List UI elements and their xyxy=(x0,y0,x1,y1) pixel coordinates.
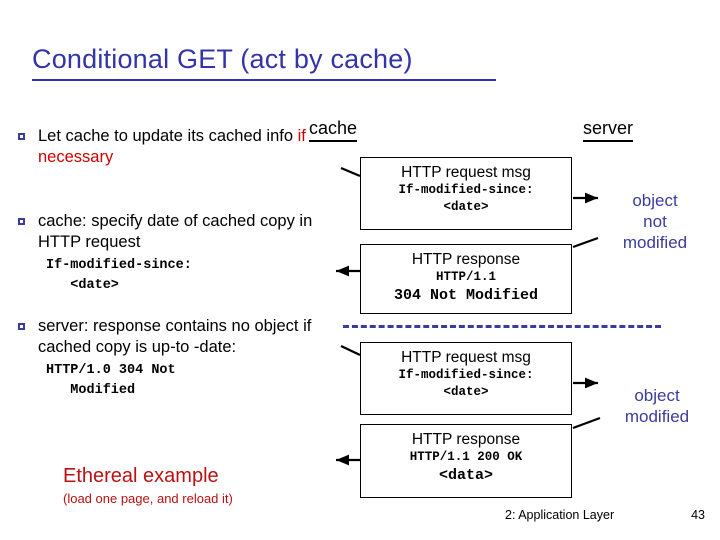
message-box: HTTP request msg If-modified-since: <dat… xyxy=(360,342,572,415)
bullet-square-icon xyxy=(18,323,25,330)
message-box: HTTP response HTTP/1.1 304 Not Modified xyxy=(360,244,572,314)
bullet-square-icon xyxy=(18,218,25,225)
arrow-cache-to-request-2 xyxy=(340,345,361,356)
list-item-text-main: Let cache to update its cached info xyxy=(38,127,298,145)
list-item-text-main: cache: specify date of cached copy in HT… xyxy=(38,212,313,251)
message-line-1: If-modified-since: xyxy=(398,368,534,382)
message-line-1: HTTP/1.1 200 OK xyxy=(409,450,523,464)
message-title: HTTP response xyxy=(411,431,521,448)
page-title: Conditional GET (act by cache) xyxy=(32,44,413,74)
ethereal-example-note: Ethereal example (load one page, and rel… xyxy=(63,464,233,508)
message-title: HTTP response xyxy=(411,251,521,268)
message-title: HTTP request msg xyxy=(401,164,531,181)
server-endpoint-label-text: server xyxy=(583,118,634,138)
server-label-underline xyxy=(583,140,634,142)
message-line-2: <date> xyxy=(443,200,489,214)
cache-label-underline xyxy=(309,140,358,142)
message-box: HTTP request msg If-modified-since: <dat… xyxy=(360,157,572,230)
ethereal-example-subtitle: (load one page, and reload it) xyxy=(63,491,233,506)
bullet-square-icon xyxy=(18,133,25,140)
cache-endpoint-label: cache xyxy=(309,118,358,142)
list-item-text-main: server: response contains no object if c… xyxy=(38,317,312,356)
message-title: HTTP request msg xyxy=(401,349,531,366)
annotation-object-not-modified: object not modified xyxy=(622,191,688,252)
list-item-text: server: response contains no object if c… xyxy=(38,316,336,358)
message-line-1: HTTP/1.1 xyxy=(435,270,496,284)
message-line-2: <date> xyxy=(443,385,489,399)
list-item-text: Let cache to update its cached info if n… xyxy=(38,126,336,168)
message-box: HTTP response HTTP/1.1 200 OK <data> xyxy=(360,424,572,498)
server-endpoint-label: server xyxy=(583,118,634,142)
arrow-server-to-response-1 xyxy=(572,236,599,249)
list-item: cache: specify date of cached copy in HT… xyxy=(18,211,336,296)
annotation-object-modified: object modified xyxy=(624,386,690,426)
message-line-1: If-modified-since: xyxy=(398,183,534,197)
list-item: server: response contains no object if c… xyxy=(18,316,336,401)
arrow-cache-to-request-1 xyxy=(340,166,361,178)
list-item: Let cache to update its cached info if n… xyxy=(18,126,336,168)
footer-page-number: 43 xyxy=(691,508,705,522)
list-item-highlight: if necessary xyxy=(38,127,306,166)
cache-endpoint-label-text: cache xyxy=(309,118,358,138)
list-item-code: If-modified-since: <date> xyxy=(46,258,192,293)
message-line-2: <data> xyxy=(438,467,493,484)
page-title-underline xyxy=(32,79,496,81)
bullet-list: Let cache to update its cached info if n… xyxy=(18,126,336,413)
list-item-text: cache: specify date of cached copy in HT… xyxy=(38,211,336,253)
list-item-code: HTTP/1.0 304 Not Modified xyxy=(46,363,176,398)
dashed-separator xyxy=(343,325,661,328)
footer-chapter-label: 2: Application Layer xyxy=(505,508,615,522)
ethereal-example-title: Ethereal example xyxy=(63,465,219,487)
message-line-2: 304 Not Modified xyxy=(393,287,539,304)
arrow-server-to-response-2 xyxy=(572,416,601,430)
